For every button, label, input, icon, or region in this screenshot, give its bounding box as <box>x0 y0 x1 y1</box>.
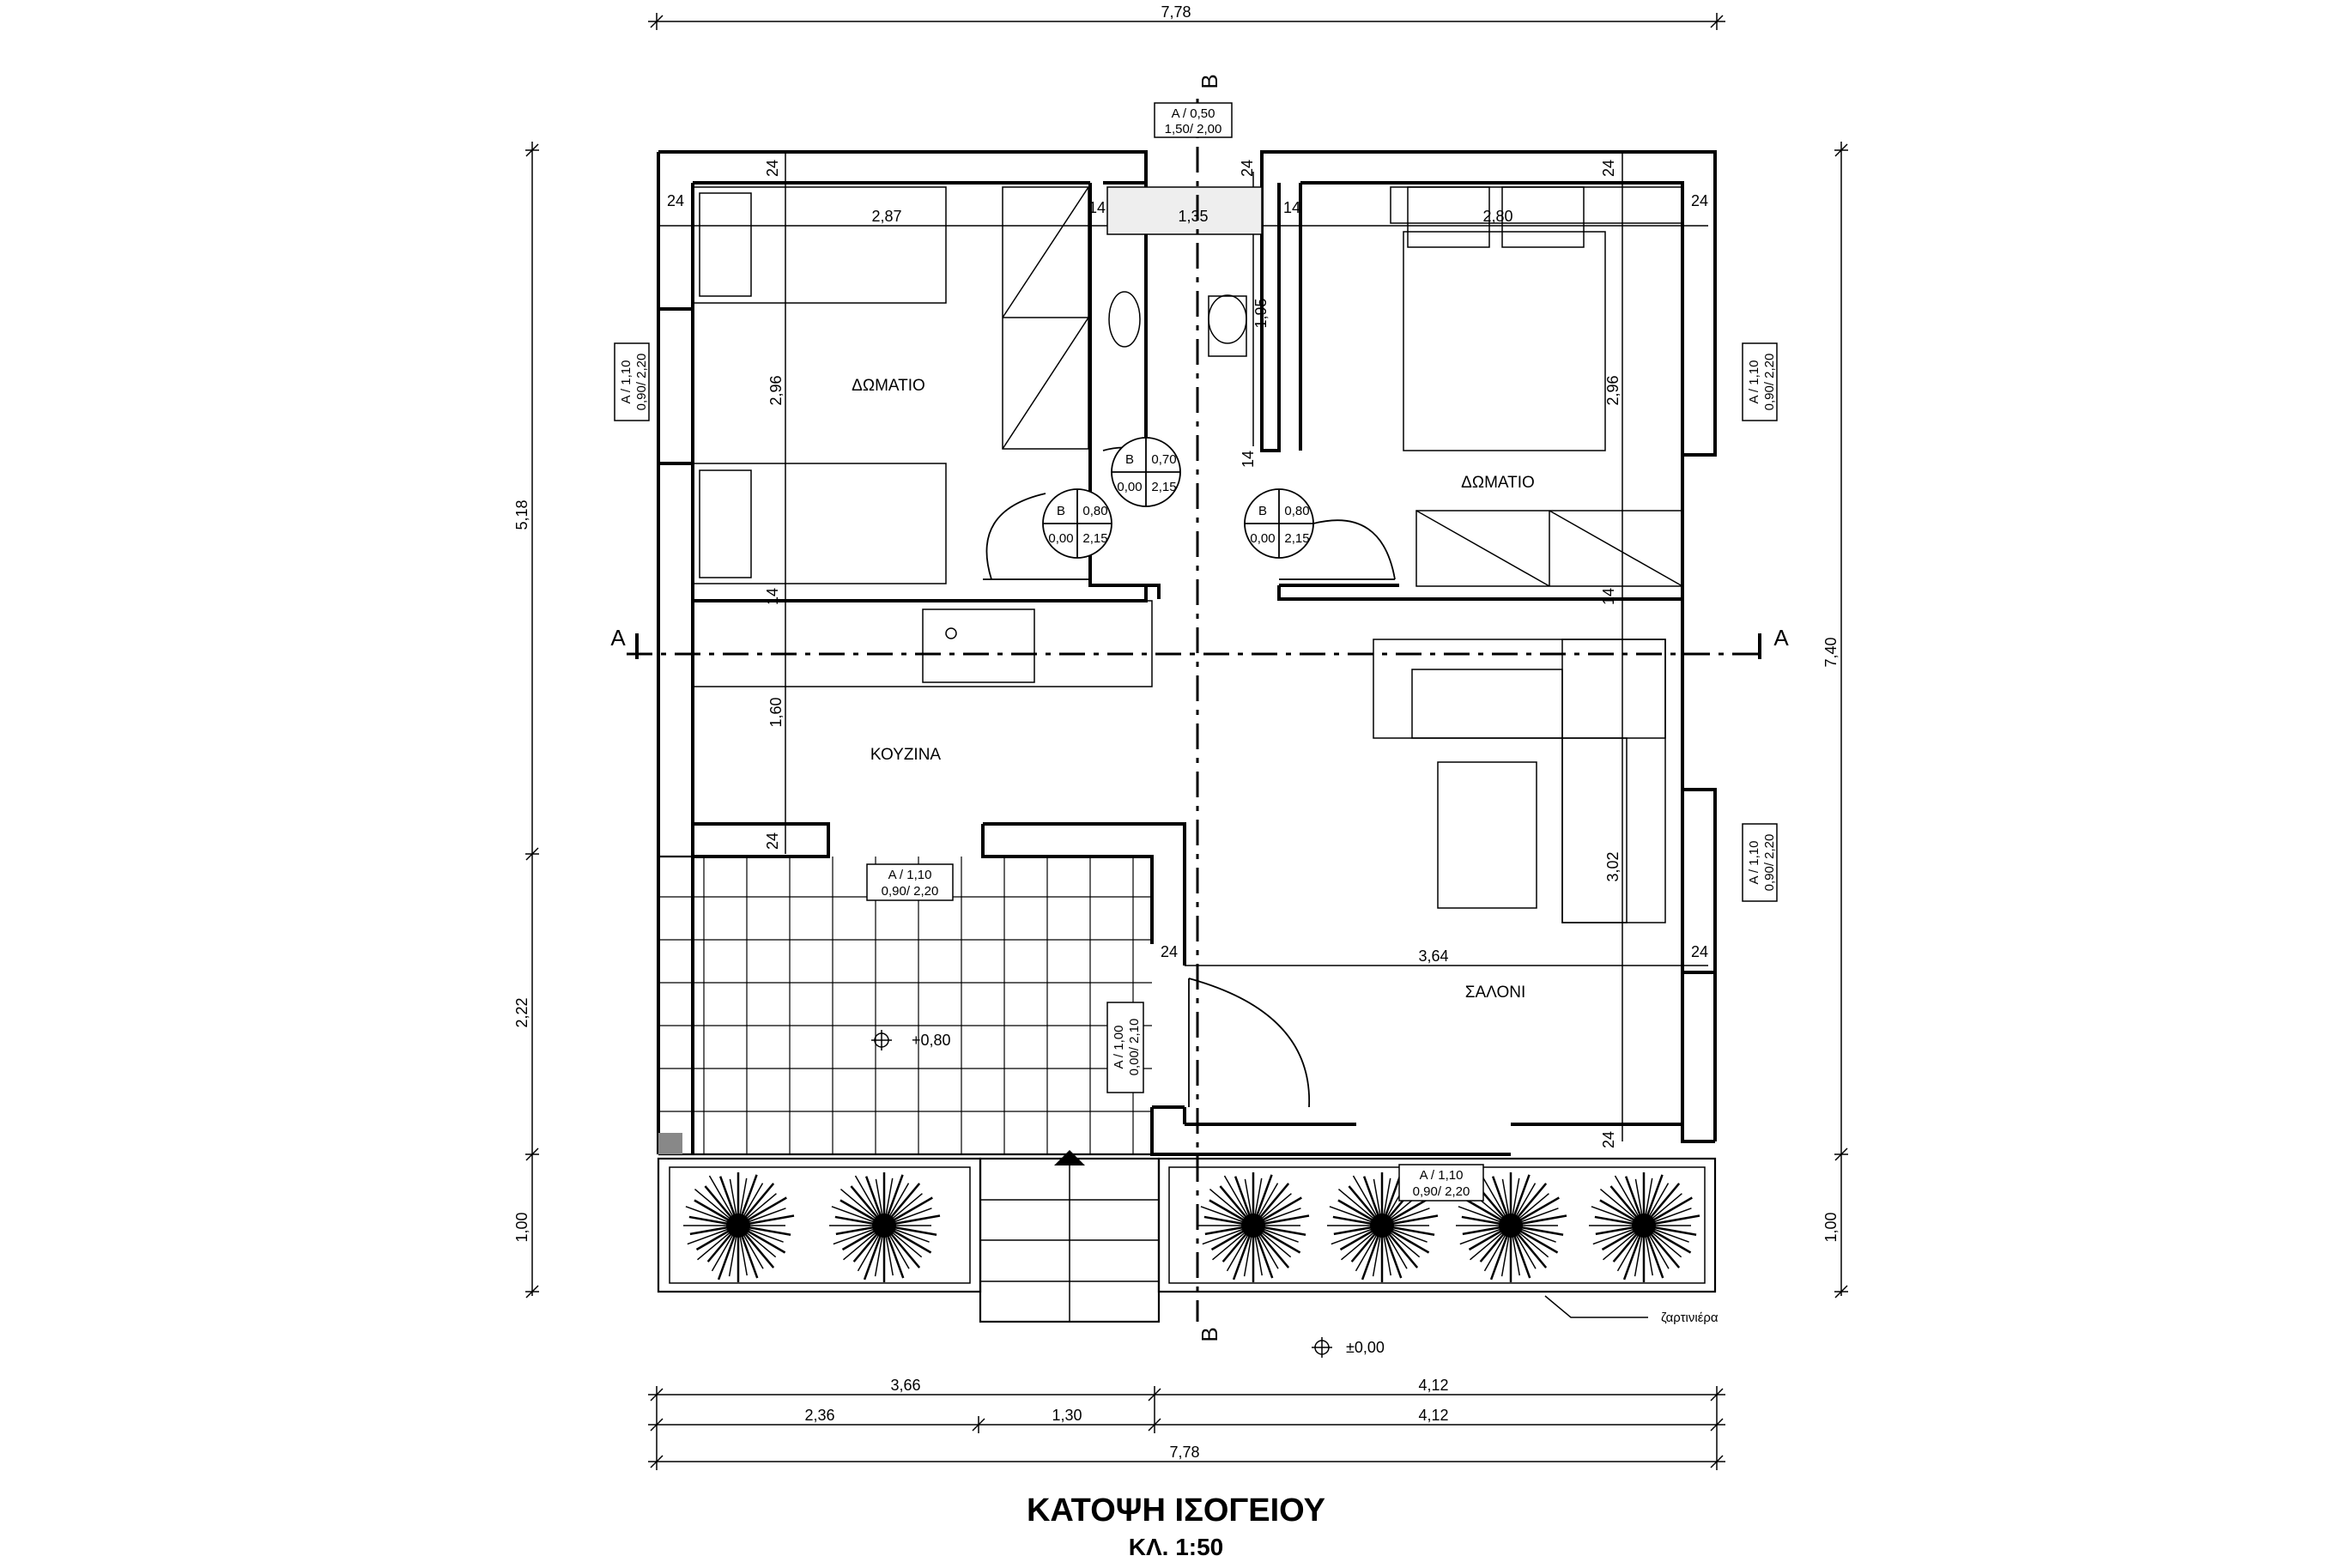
dim-wall-14-b: 14 <box>1283 199 1300 216</box>
section-label-a-right: A <box>1773 625 1789 651</box>
dim-wall-24-f: 24 <box>764 832 781 850</box>
window-tag-top-line1: A / 0,50 <box>1172 106 1215 121</box>
dimension-lines <box>525 13 1848 1470</box>
dim-wall-24-c: 24 <box>1239 160 1256 177</box>
section-ticks <box>635 633 1761 659</box>
door-bed-right-type: B <box>1258 504 1267 518</box>
dim-bottom-2a: 2,36 <box>804 1407 834 1424</box>
dim-left-total: 5,18 <box>513 499 530 530</box>
door-bed-left-sill: 0,00 <box>1048 531 1073 546</box>
dim-kitchen-height: 1,60 <box>767 697 785 727</box>
door-bed-left-type: B <box>1057 504 1065 518</box>
section-label-b-top: B <box>1197 74 1222 88</box>
dim-top-total: 7,78 <box>1161 3 1191 21</box>
dim-wall-24-g: 24 <box>1161 943 1178 960</box>
furniture <box>692 186 1683 923</box>
dim-wall-14-e: 14 <box>1600 588 1617 605</box>
dim-bottom-2c: 4,12 <box>1418 1407 1448 1424</box>
door-bath-sill: 0,00 <box>1117 480 1142 494</box>
dim-bottom-1b: 4,12 <box>1418 1377 1448 1394</box>
section-label-a-left: A <box>610 625 626 651</box>
dim-wall-24-h: 24 <box>1691 943 1708 960</box>
room-label-kitchen: ΚΟΥΖΙΝΑ <box>870 746 942 764</box>
dim-living-width: 3,64 <box>1418 947 1448 965</box>
dim-bottom-total: 7,78 <box>1169 1444 1199 1461</box>
room-label-bedroom-left: ΔΩΜΑΤΙΟ <box>852 377 925 395</box>
room-label-bedroom-right: ΔΩΜΑΤΙΟ <box>1461 474 1535 492</box>
shrub-icon <box>1589 1172 1700 1282</box>
dim-bedroom-left-width: 2,87 <box>871 208 901 225</box>
dim-wall-24-d: 24 <box>1600 160 1617 177</box>
drawing-title: ΚΑΤΟΨΗ ΙΣΟΓΕΙΟΥ <box>1027 1492 1325 1529</box>
window-tag-right-lower-line1: A / 1,10 <box>1747 841 1761 885</box>
door-tag-circles <box>1042 437 1314 559</box>
planter-label: ζαρτινιέρα <box>1661 1311 1719 1325</box>
level-terrace: +0,80 <box>912 1032 951 1049</box>
dim-bedroom-left-height: 2,96 <box>767 375 785 405</box>
dim-bath-height: 1,95 <box>1252 298 1270 328</box>
level-ground: ±0,00 <box>1346 1339 1385 1356</box>
room-label-living: ΣΑΛΟΝΙ <box>1465 984 1526 1002</box>
dim-wall-14-c: 14 <box>1240 451 1257 468</box>
dim-wall-14-a: 14 <box>1088 199 1106 216</box>
dim-living-height: 3,02 <box>1604 851 1622 881</box>
door-bath-type: B <box>1125 452 1134 467</box>
dim-wall-14-d: 14 <box>764 588 781 605</box>
window-tag-right-lower-line2: 0,90/ 2,20 <box>1762 834 1777 892</box>
dim-bottom-1a: 3,66 <box>890 1377 920 1394</box>
window-tag-left-line2: 0,90/ 2,20 <box>634 354 649 411</box>
dim-wall-24-i: 24 <box>1600 1131 1617 1148</box>
door-bed-right-sill: 0,00 <box>1250 531 1275 546</box>
dim-wall-24-b: 24 <box>764 160 781 177</box>
door-bath-height: 2,15 <box>1151 480 1176 494</box>
terrace-tiles <box>658 857 1152 1154</box>
dim-right-total: 7,40 <box>1822 637 1840 667</box>
window-tag-entry-line2: 0,00/ 2,10 <box>1127 1019 1142 1076</box>
window-tag-left-line1: A / 1,10 <box>619 360 633 404</box>
door-bed-right-width: 0,80 <box>1284 504 1309 518</box>
dim-bottom-2b: 1,30 <box>1052 1407 1082 1424</box>
window-tag-bottom-line2: 0,90/ 2,20 <box>1413 1184 1470 1199</box>
level-markers <box>871 1030 1648 1358</box>
window-tag-top-line2: 1,50/ 2,00 <box>1165 122 1222 136</box>
door-bed-left-height: 2,15 <box>1082 531 1107 546</box>
shrub-icon <box>1456 1172 1567 1282</box>
shrub-icon <box>1198 1172 1310 1282</box>
dim-left-planter: 1,00 <box>513 1212 530 1242</box>
drawing-scale: ΚΛ. 1:50 <box>1129 1534 1224 1560</box>
door-bath-width: 0,70 <box>1151 452 1176 467</box>
shrub-icon <box>1327 1172 1439 1282</box>
door-bed-left-width: 0,80 <box>1082 504 1107 518</box>
shrub-plants <box>683 1172 1700 1282</box>
window-tag-right-upper-line1: A / 1,10 <box>1747 360 1761 404</box>
dim-bath-width: 1,35 <box>1178 208 1208 225</box>
section-label-b-bottom: B <box>1197 1327 1222 1341</box>
window-tag-boxes <box>614 102 1778 1202</box>
dim-bedroom-right-height: 2,96 <box>1604 375 1622 405</box>
section-lines <box>627 99 1760 1322</box>
planter-boxes <box>657 1150 1717 1323</box>
shrub-icon <box>683 1172 795 1282</box>
dim-left-lower: 2,22 <box>513 997 530 1027</box>
window-tag-terrace-line2: 0,90/ 2,20 <box>882 884 939 899</box>
dim-bedroom-right-width: 2,80 <box>1482 208 1512 225</box>
dim-wall-24-a: 24 <box>667 192 684 209</box>
window-tag-right-upper-line2: 0,90/ 2,20 <box>1762 354 1777 411</box>
shrub-icon <box>829 1172 941 1282</box>
door-bed-right-height: 2,15 <box>1284 531 1309 546</box>
doors <box>983 446 1396 1108</box>
window-tag-entry-line1: A / 1,00 <box>1112 1026 1126 1069</box>
dim-right-planter: 1,00 <box>1822 1212 1840 1242</box>
dim-wall-24-e: 24 <box>1691 192 1708 209</box>
window-tag-terrace-line1: A / 1,10 <box>888 868 932 882</box>
window-tag-bottom-line1: A / 1,10 <box>1420 1168 1464 1183</box>
